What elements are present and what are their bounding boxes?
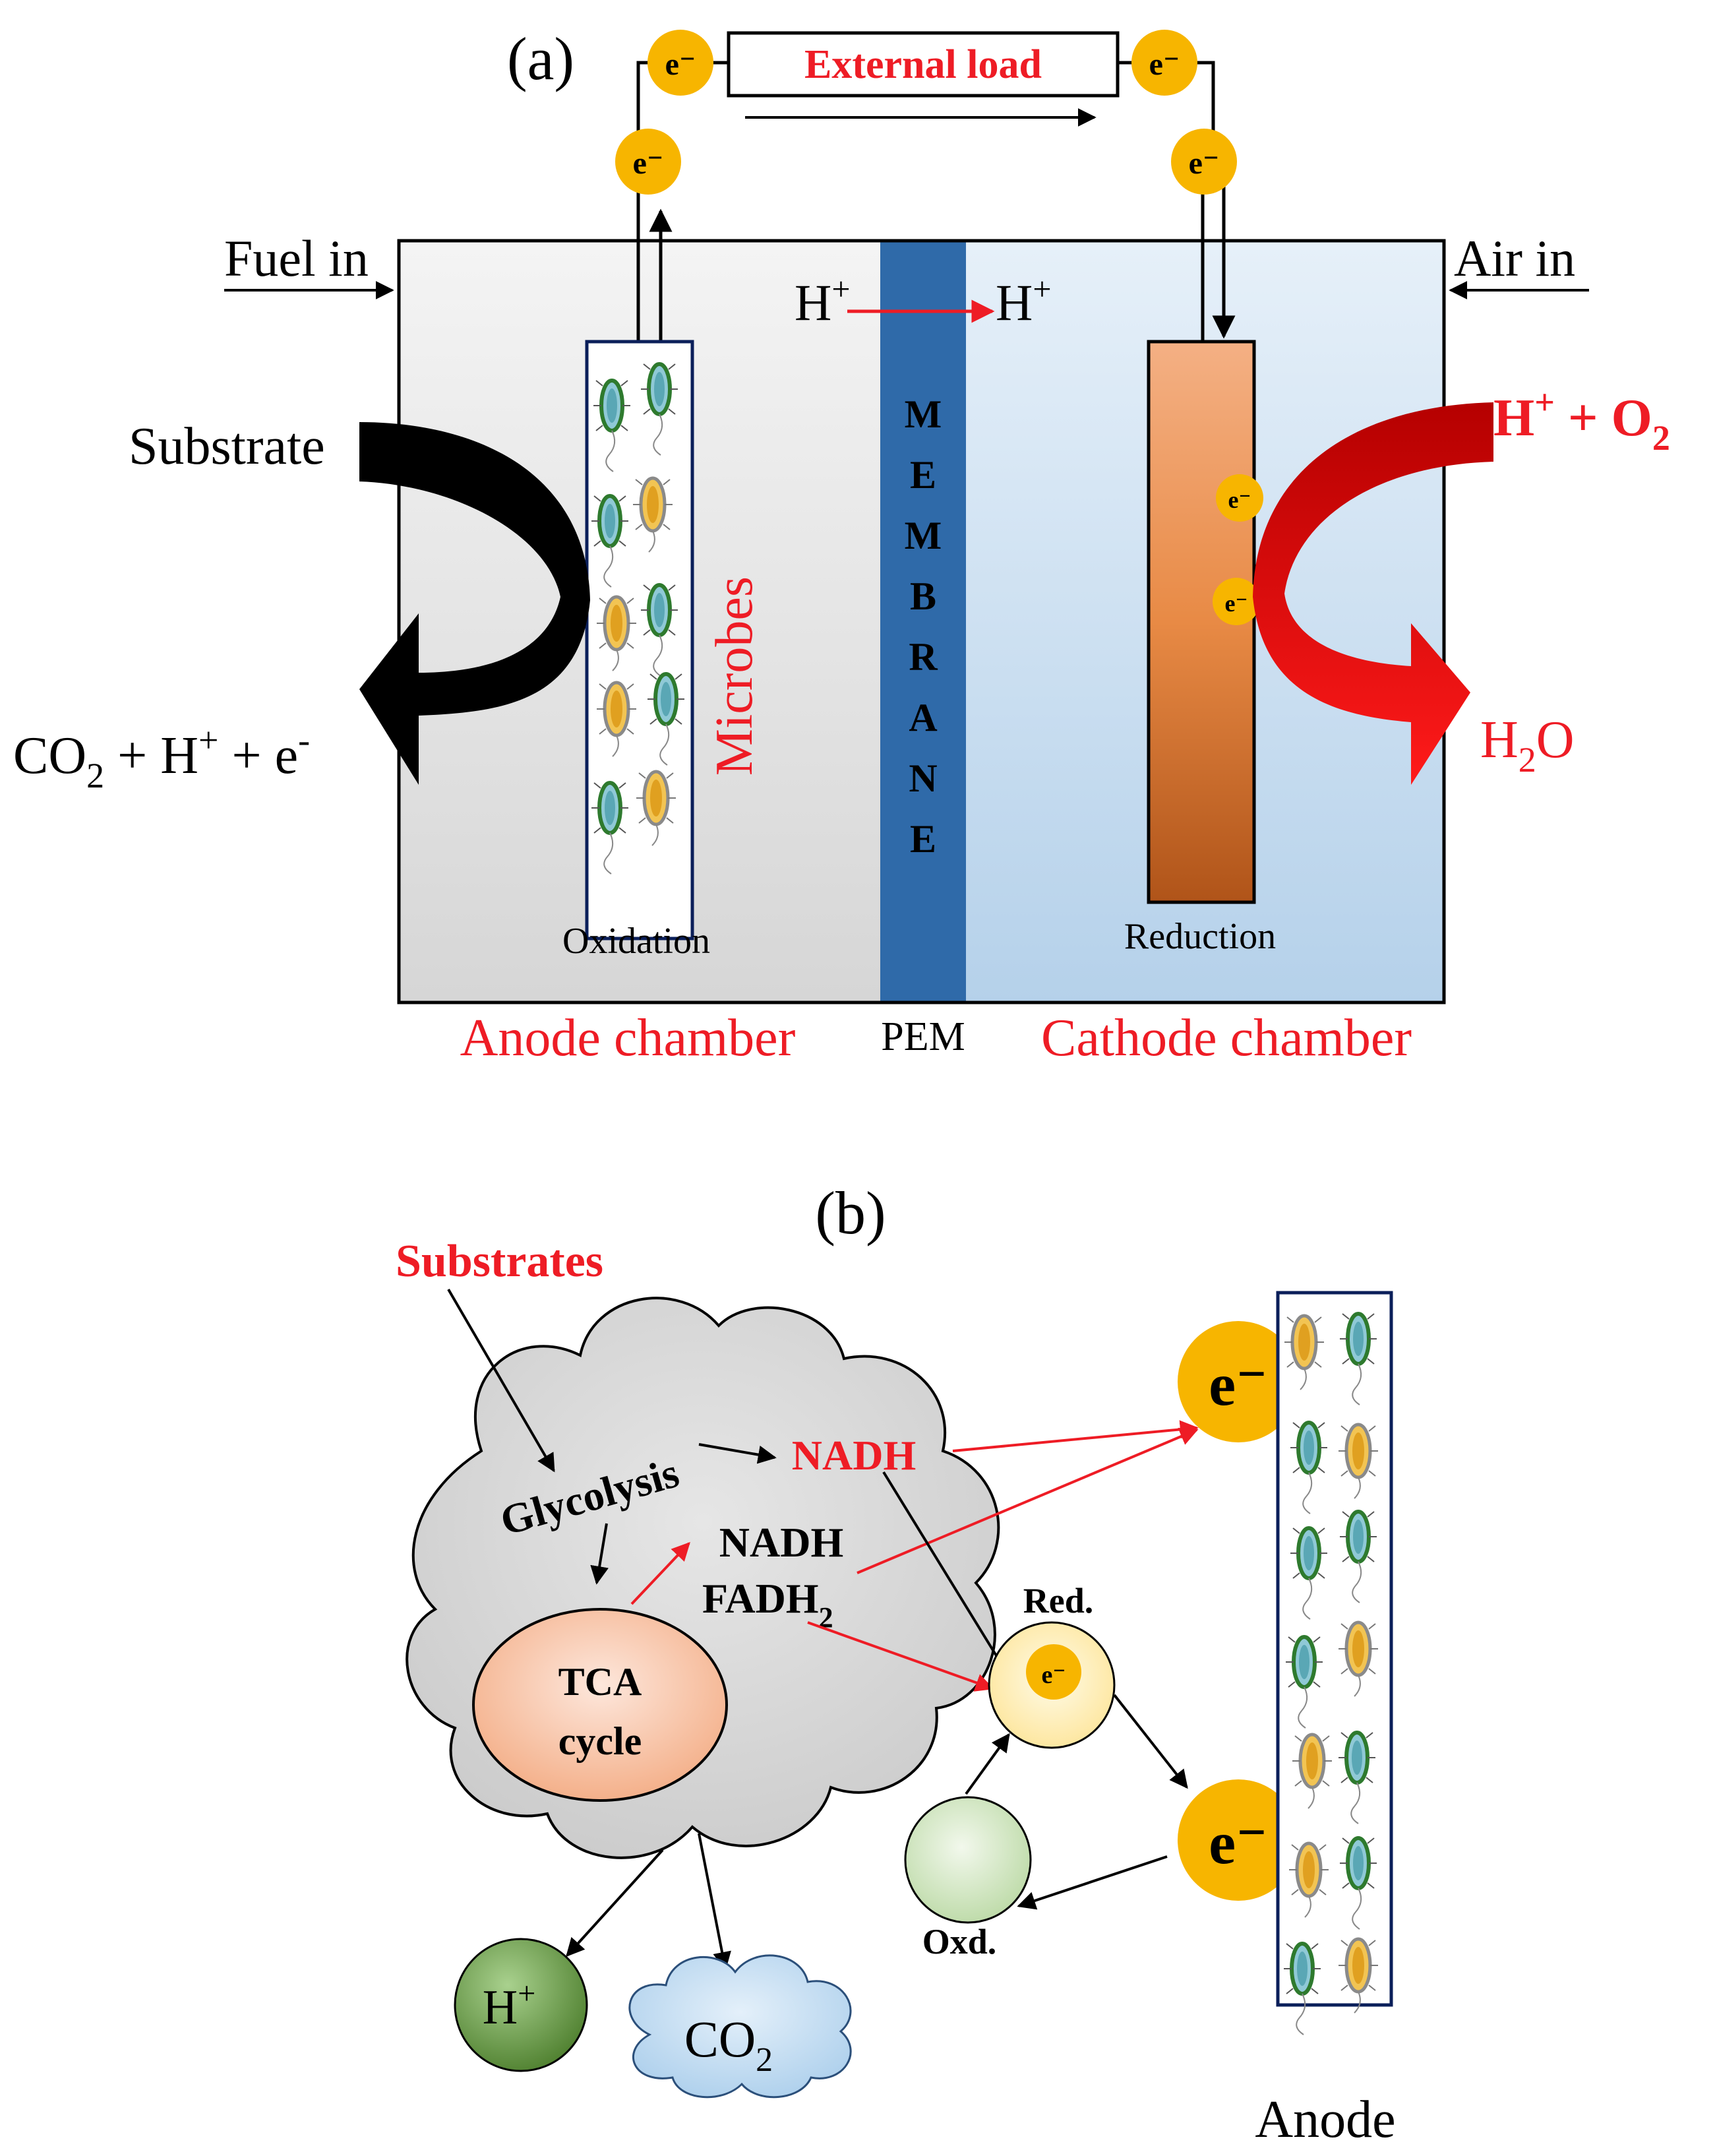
glycolysis-to-tca-arrow [590,1523,609,1585]
membrane-letter: N [909,756,937,800]
membrane-letter: M [905,514,942,557]
anode-electrode [585,340,694,940]
membrane-region [880,241,966,1002]
oxidized-mediator [904,1796,1032,1924]
proton-ball-label: H+ [483,1976,536,2035]
external-load-label: External load [804,42,1042,87]
electron-to-oxd-arrow [1017,1855,1168,1910]
panel-b-label: (b) [815,1179,886,1247]
membrane-letter: E [910,453,936,497]
pem-label: PEM [881,1014,965,1059]
anode-electron: e⁻ [1178,1321,1299,1442]
anode-electron: e⁻ [1178,1779,1299,1901]
cathode-electron: e⁻ [1213,578,1260,625]
cell-outline [397,239,1446,1004]
proton-right: H+ [996,270,1052,331]
svg-text:e⁻: e⁻ [1228,487,1251,513]
nadh-label: NADH [719,1519,843,1566]
tca-cycle [472,1608,728,1802]
circuit-electron: e⁻ [1131,30,1197,96]
cathode-electron: e⁻ [1216,474,1263,522]
membrane-letter: R [909,635,938,679]
panel-a-label: (a) [507,25,574,92]
co2-cloud [628,1954,852,2099]
svg-text:e⁻: e⁻ [1042,1661,1066,1689]
red-to-electron-arrow [1113,1694,1188,1789]
anode-chamber-label: Anode chamber [460,1009,796,1067]
anode-label: Anode [1255,2091,1395,2149]
membrane-letter: E [910,817,936,861]
svg-text:e⁻: e⁻ [1189,146,1220,181]
membrane-letters: M E M B R A N E [905,392,942,861]
nadh-to-mediator-line [882,1471,1004,1667]
circuit-electron: e⁻ [647,30,713,96]
nadh-to-electron-arrow [952,1420,1199,1452]
reduced-label: Red. [1023,1581,1094,1620]
svg-text:e⁻: e⁻ [633,146,664,181]
external-load-box [727,31,1120,98]
proton-left: H+ [795,270,851,331]
svg-text:e⁻: e⁻ [1149,47,1180,82]
to-proton-arrow [566,1849,664,1957]
oxygen-reduction-arrow [1253,402,1493,785]
substrates-arrow [447,1288,555,1473]
reduction-label: Reduction [1124,916,1276,957]
panel-b: (b) Substrates Glycolysis NADH TCA cycle… [396,1179,1396,2149]
substrates-label: Substrates [396,1236,603,1287]
nadh-tca-to-electron-arrow [857,1427,1199,1574]
fuel-in-label: Fuel in [224,230,369,287]
svg-text:e⁻: e⁻ [1225,590,1248,617]
cathode-input-label: H+ + O2 [1493,383,1670,458]
cathode-chamber-label: Cathode chamber [1041,1009,1412,1067]
co2-label: CO2 [684,2010,773,2079]
nadh-red-label: NADH [792,1432,916,1479]
oxd-to-red-arrow [965,1733,1010,1795]
substrate-label: Substrate [129,417,325,476]
water-label: H2O [1480,711,1575,780]
air-in-label: Air in [1454,230,1575,287]
microbes-label: Microbes [706,576,764,776]
svg-text:e⁻: e⁻ [665,47,696,82]
anode-products-label: CO2 + H+ + e- [13,720,310,795]
circuit-electron: e⁻ [615,129,681,195]
mediator-electron: e⁻ [1026,1644,1081,1700]
membrane-letter: B [910,574,936,618]
membrane-letter: M [905,392,942,436]
panel-a: (a) M E M B R A N E External load [13,25,1670,1067]
svg-text:e⁻: e⁻ [1209,1809,1267,1876]
proton-ball [454,1938,588,2072]
tca-to-nadh-arrow [630,1541,690,1605]
oxidation-label: Oxidation [562,921,710,962]
glycolysis-to-nadh-arrow [698,1443,777,1464]
tca-label-line2: cycle [558,1719,642,1763]
fadh2-to-mediator-arrow [807,1621,994,1692]
circuit-electron: e⁻ [1171,129,1237,195]
svg-text:e⁻: e⁻ [1209,1351,1267,1418]
to-co2-arrow [698,1833,731,1971]
substrate-conversion-arrow [359,422,590,785]
membrane-letter: A [909,696,937,739]
tca-label-line1: TCA [558,1660,642,1704]
oxidized-label: Oxd. [922,1922,997,1961]
fadh2-label: FADH2 [702,1575,833,1634]
